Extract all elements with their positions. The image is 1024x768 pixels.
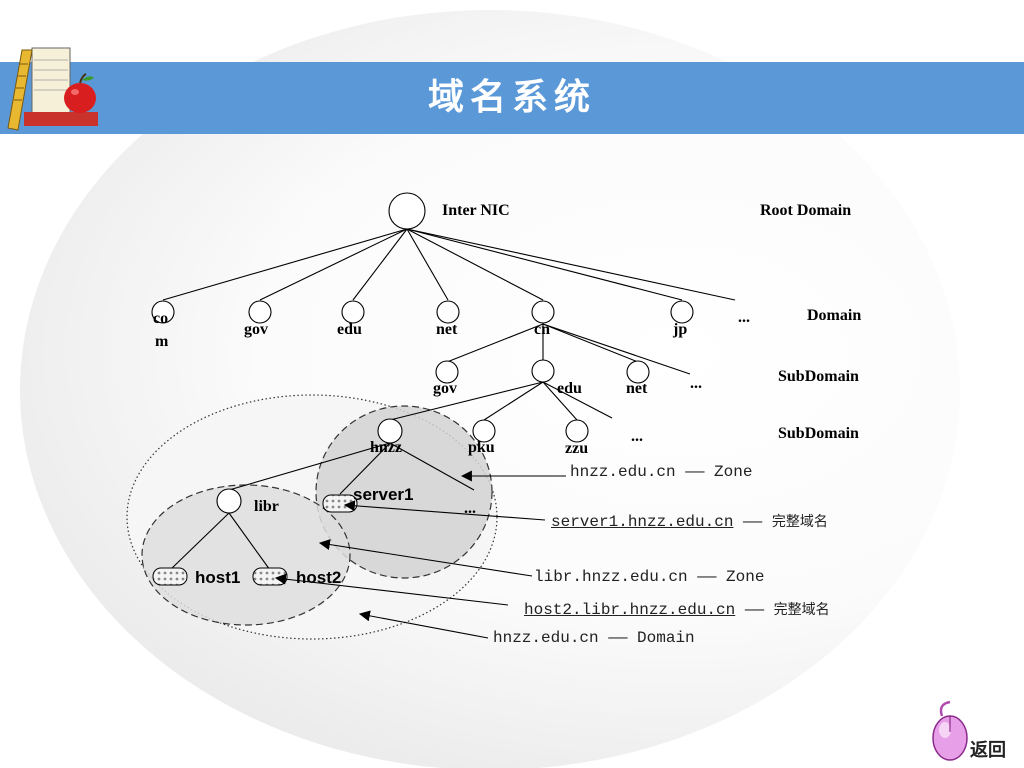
- annotation-hnzz-zone: hnzz.edu.cn —— Zone: [570, 463, 753, 481]
- root-label: Inter NIC: [442, 202, 510, 219]
- hnzz-node: [377, 418, 403, 444]
- arrow-host2: [274, 573, 509, 606]
- back-label[interactable]: 返回: [970, 740, 1006, 761]
- cn-gov-node: [435, 360, 459, 384]
- host2-label: host2: [296, 568, 342, 587]
- level-root-label: Root Domain: [760, 202, 852, 219]
- tld-label-gov: gov: [244, 321, 268, 338]
- cn-net-node: [626, 360, 650, 384]
- tld-label-cn: cn: [534, 321, 550, 338]
- tld-label-more: ...: [738, 309, 750, 326]
- pku-node: [472, 419, 496, 443]
- tld-node-net: [436, 300, 460, 324]
- tld-label-net: net: [436, 321, 458, 338]
- edu-more-label: ...: [631, 428, 643, 445]
- title-bar: [0, 62, 1024, 134]
- tree-edges: [162, 228, 736, 571]
- arrow-server1: [343, 500, 546, 521]
- tld-label-edu: edu: [337, 321, 362, 338]
- tld-label-jp: jp: [673, 321, 688, 338]
- cn-edu-label: edu: [557, 380, 582, 397]
- level-domain-label: Domain: [807, 307, 862, 324]
- annotation-host2-fqdn: host2.libr.hnzz.edu.cn —— 完整域名: [524, 601, 830, 619]
- cn-edu-node: [531, 359, 555, 383]
- libr-node: [216, 488, 242, 514]
- annotation-server1-fqdn: server1.hnzz.edu.cn —— 完整域名: [551, 513, 828, 531]
- zzu-label: zzu: [565, 440, 589, 457]
- tld-node-cn: [531, 300, 555, 324]
- server1-label: server1: [353, 485, 414, 504]
- cn-gov-label: gov: [433, 380, 457, 397]
- tld-node-com: [151, 300, 175, 324]
- server1-host-icon: [322, 494, 358, 513]
- host1-icon: [152, 567, 188, 586]
- hnzz-label: hnzz: [370, 439, 402, 456]
- annotation-hnzz-domain: hnzz.edu.cn —— Domain: [493, 629, 695, 647]
- hnzz-zone-ellipse: [315, 405, 493, 579]
- tld-node-edu: [341, 300, 365, 324]
- mouse-icon: [932, 700, 968, 761]
- cn-more-label: ...: [690, 375, 702, 392]
- background-swoosh: [20, 10, 960, 768]
- hnzz-more-label: ...: [464, 500, 476, 517]
- slide-title: 域名系统: [427, 77, 596, 118]
- libr-zone-ellipse: [141, 484, 351, 626]
- back-button[interactable]: [928, 698, 1020, 762]
- level-subdomain1-label: SubDomain: [778, 368, 859, 385]
- arrow-hnzz-domain: [358, 610, 489, 639]
- school-logo-icon: [7, 47, 98, 131]
- zzu-node: [565, 419, 589, 443]
- cn-net-label: net: [626, 380, 648, 397]
- annotation-libr-zone: libr.hnzz.edu.cn —— Zone: [534, 568, 765, 586]
- level-subdomain2-label: SubDomain: [778, 425, 859, 442]
- tld-label-com-1: co: [153, 310, 169, 327]
- libr-label: libr: [254, 498, 279, 515]
- arrow-libr-zone: [318, 539, 533, 577]
- tld-node-gov: [248, 300, 272, 324]
- pku-label: pku: [468, 439, 495, 456]
- tld-label-com-2: m: [155, 333, 169, 350]
- root-node: [388, 192, 426, 230]
- host2-icon: [252, 567, 288, 586]
- host1-label: host1: [195, 568, 241, 587]
- tld-node-jp: [670, 300, 694, 324]
